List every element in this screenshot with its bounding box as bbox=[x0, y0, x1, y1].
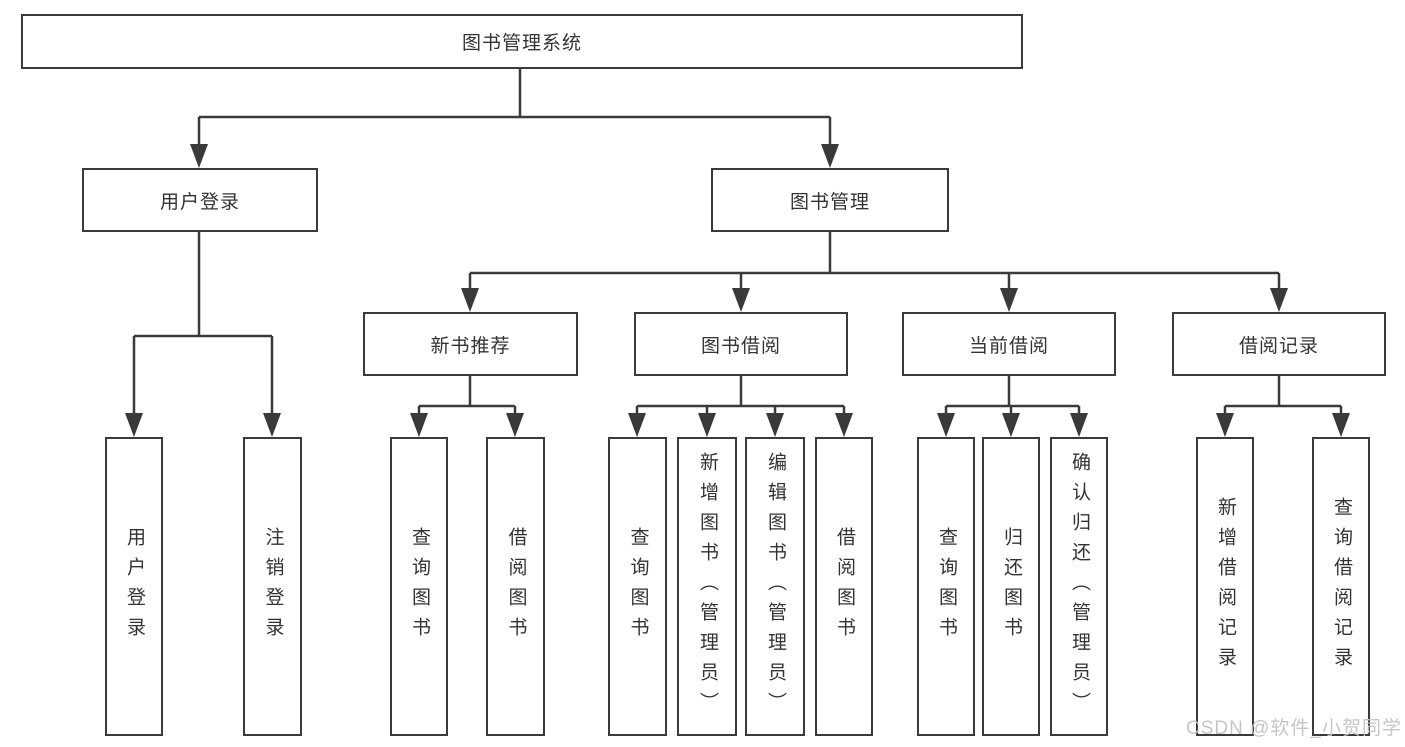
arrowhead-icon bbox=[1332, 413, 1350, 437]
arrowhead-icon bbox=[1000, 288, 1018, 312]
node-current-borrowing: 当前借阅 bbox=[902, 312, 1116, 376]
arrowhead-icon bbox=[835, 413, 853, 437]
arrowhead-icon bbox=[732, 288, 750, 312]
node-book-management: 图书管理 bbox=[711, 168, 949, 232]
node-root: 图书管理系统 bbox=[21, 14, 1023, 69]
arrowhead-icon bbox=[628, 413, 646, 437]
watermark: CSDN @软件_小贺同学 bbox=[1186, 718, 1402, 739]
arrowhead-icon bbox=[190, 144, 208, 168]
leaf-query-book-borrowing: 查询图书 bbox=[608, 437, 667, 736]
connector-current-borrow-children bbox=[937, 376, 1088, 437]
leaf-borrow-book-borrowing: 借阅图书 bbox=[815, 437, 873, 736]
leaf-query-book-borrowing-label: 查询图书 bbox=[627, 526, 649, 647]
arrowhead-icon bbox=[1070, 413, 1088, 437]
leaf-borrow-book-recommend: 借阅图书 bbox=[486, 437, 545, 736]
leaf-edit-book-admin-label: 编辑图书（管理员） bbox=[764, 451, 786, 722]
node-borrowing-records: 借阅记录 bbox=[1172, 312, 1386, 376]
connector-borrow-record-children bbox=[1216, 376, 1350, 437]
arrowhead-icon bbox=[125, 413, 143, 437]
connector-root-to-level2 bbox=[190, 69, 839, 168]
leaf-confirm-return-admin-label: 确认归还（管理员） bbox=[1068, 451, 1090, 722]
arrowhead-icon bbox=[263, 413, 281, 437]
arrowhead-icon bbox=[766, 413, 784, 437]
node-user-login-label: 用户登录 bbox=[159, 191, 240, 213]
arrowhead-icon bbox=[410, 413, 428, 437]
leaf-query-book-current: 查询图书 bbox=[917, 437, 975, 736]
arrowhead-icon bbox=[821, 144, 839, 168]
leaf-query-book-current-label: 查询图书 bbox=[935, 526, 957, 647]
leaf-return-book-label: 归还图书 bbox=[1000, 526, 1022, 647]
leaf-add-borrow-record: 新增借阅记录 bbox=[1196, 437, 1254, 736]
connector-book-mgmt-children bbox=[461, 232, 1288, 312]
arrowhead-icon bbox=[1002, 413, 1020, 437]
leaf-edit-book-admin: 编辑图书（管理员） bbox=[745, 437, 805, 736]
leaf-add-book-admin: 新增图书（管理员） bbox=[677, 437, 737, 736]
leaf-query-borrow-record: 查询借阅记录 bbox=[1312, 437, 1370, 736]
node-new-book-recommend-label: 新书推荐 bbox=[430, 335, 511, 357]
arrowhead-icon bbox=[506, 413, 524, 437]
leaf-return-book: 归还图书 bbox=[982, 437, 1040, 736]
leaf-logout: 注销登录 bbox=[243, 437, 302, 736]
connector-book-borrow-children bbox=[628, 376, 853, 437]
leaf-confirm-return-admin: 确认归还（管理员） bbox=[1050, 437, 1108, 736]
node-borrowing-records-label: 借阅记录 bbox=[1238, 335, 1319, 357]
leaf-user-login: 用户登录 bbox=[105, 437, 163, 736]
arrowhead-icon bbox=[1270, 288, 1288, 312]
leaf-logout-label: 注销登录 bbox=[262, 526, 284, 647]
node-root-label: 图书管理系统 bbox=[461, 33, 582, 54]
leaf-add-book-admin-label: 新增图书（管理员） bbox=[696, 451, 718, 722]
arrowhead-icon bbox=[1216, 413, 1234, 437]
connector-new-book-rec-children bbox=[410, 376, 524, 437]
node-current-borrowing-label: 当前借阅 bbox=[968, 335, 1049, 357]
leaf-user-login-label: 用户登录 bbox=[123, 526, 145, 647]
leaf-add-borrow-record-label: 新增借阅记录 bbox=[1214, 496, 1236, 677]
node-user-login: 用户登录 bbox=[82, 168, 318, 232]
arrowhead-icon bbox=[937, 413, 955, 437]
node-book-borrowing: 图书借阅 bbox=[634, 312, 848, 376]
node-book-management-label: 图书管理 bbox=[789, 191, 870, 213]
leaf-borrow-book-borrowing-label: 借阅图书 bbox=[833, 526, 855, 647]
node-book-borrowing-label: 图书借阅 bbox=[700, 335, 781, 357]
arrowhead-icon bbox=[461, 288, 479, 312]
arrowhead-icon bbox=[698, 413, 716, 437]
leaf-borrow-book-recommend-label: 借阅图书 bbox=[505, 526, 527, 647]
leaf-query-borrow-record-label: 查询借阅记录 bbox=[1330, 496, 1352, 677]
leaf-query-book-recommend-label: 查询图书 bbox=[408, 526, 430, 647]
leaf-query-book-recommend: 查询图书 bbox=[390, 437, 448, 736]
connector-user-login-children bbox=[125, 232, 281, 437]
node-new-book-recommend: 新书推荐 bbox=[363, 312, 578, 376]
